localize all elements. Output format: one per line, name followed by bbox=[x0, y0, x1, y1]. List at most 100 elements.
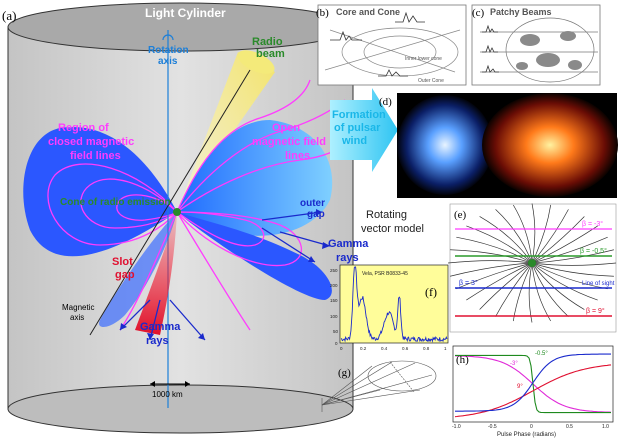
rvm-line-of-sight: Line of sight bbox=[582, 281, 615, 287]
rvm-field-ray bbox=[479, 262, 533, 310]
profile-title: Vela, PSR B0833-45 bbox=[362, 271, 408, 277]
rvm-field-ray bbox=[531, 225, 598, 264]
radio-beam-label-1: Radio bbox=[252, 36, 283, 48]
rvm-label-2: vector model bbox=[361, 223, 424, 235]
rotation-arrow-icon bbox=[162, 34, 174, 41]
pa-x-tick: 0.5 bbox=[566, 424, 573, 430]
closed-field-region bbox=[23, 126, 177, 257]
rvm-field-ray bbox=[531, 204, 552, 264]
pa-x-tick: 1.0 bbox=[602, 424, 609, 430]
profile-y-tick: 250 bbox=[330, 268, 338, 273]
pulsar-wind-label-1: Formation bbox=[332, 109, 386, 121]
rvm-beta-bottom: β = 9° bbox=[586, 307, 605, 315]
profile-y-tick: 150 bbox=[330, 298, 338, 303]
profile-x-tick: 0.4 bbox=[381, 346, 388, 351]
rvm-field-ray bbox=[531, 262, 617, 266]
pa-label-mid: 9° bbox=[517, 384, 523, 390]
rvm-label-1: Rotating bbox=[366, 209, 407, 221]
profile-x-ticks: 0 0.2 0.4 0.6 0.8 1 bbox=[340, 346, 447, 351]
rvm-field-ray bbox=[531, 262, 569, 317]
slot-gap-label-2: gap bbox=[115, 269, 135, 281]
rvm-field-ray bbox=[495, 209, 533, 264]
open-region-label-3: lines bbox=[285, 150, 310, 162]
rvm-field-ray bbox=[531, 236, 608, 264]
rvm-beta-top: β = -3° bbox=[582, 220, 603, 228]
scale-label: 1000 km bbox=[152, 390, 183, 399]
pulsar-wind-label-2: of pulsar bbox=[334, 122, 381, 134]
rvm-field-rays bbox=[447, 203, 617, 323]
rvm-field-ray bbox=[495, 262, 533, 317]
gamma-rays-right-label-1: Gamma bbox=[328, 238, 369, 250]
magnetic-axis-label-2: axis bbox=[70, 313, 84, 322]
panel-d-nebulae bbox=[397, 93, 618, 198]
gamma-rays-right-label-2: rays bbox=[336, 252, 359, 264]
panel-label-g: (g) bbox=[338, 367, 351, 379]
pa-x-label: Pulse Phase (radians) bbox=[497, 432, 556, 438]
pa-curve-green bbox=[455, 354, 611, 414]
open-region-label-1: Open bbox=[272, 122, 300, 134]
panel-b-core-cone bbox=[317, 4, 467, 86]
rvm-field-ray bbox=[513, 204, 533, 264]
pulsar-wind-arrow bbox=[330, 88, 398, 172]
rvm-field-ray bbox=[450, 262, 533, 277]
rvm-beta-low: β = 3° bbox=[459, 279, 478, 287]
gamma-rays bbox=[119, 211, 331, 341]
rvm-field-ray bbox=[531, 203, 536, 264]
panel-h-position-angle bbox=[452, 345, 614, 423]
open-region-label-2: magnetic field bbox=[252, 136, 326, 148]
rvm-field-ray bbox=[466, 262, 533, 301]
outer-gap-label-1: outer bbox=[300, 198, 325, 209]
blue-nebula bbox=[397, 95, 493, 195]
rvm-beta-mid: β = -0.5° bbox=[580, 247, 607, 255]
pa-curve-red bbox=[454, 364, 612, 418]
rvm-field-ray bbox=[447, 260, 533, 264]
closed-region-label-2: closed magnetic bbox=[48, 136, 134, 148]
profile-x-tick: 0.6 bbox=[402, 346, 409, 351]
cone-radio-emission-label: Cone of radio emission bbox=[60, 197, 171, 208]
open-field-region bbox=[177, 120, 333, 236]
rvm-pole bbox=[528, 259, 536, 267]
radio-beam-label-2: beam bbox=[256, 48, 285, 60]
panel-b-inner-label: Inner lower cone bbox=[405, 56, 442, 62]
profile-x-tick: 0 bbox=[340, 346, 343, 351]
profile-x-tick: 0.8 bbox=[423, 346, 430, 351]
rotation-axis-label-2: axis bbox=[158, 56, 178, 67]
light-cylinder-label: Light Cylinder bbox=[145, 6, 226, 20]
panel-b-title: Core and Cone bbox=[336, 7, 400, 17]
rvm-field-ray bbox=[456, 262, 533, 290]
profile-y-tick: 50 bbox=[333, 329, 339, 334]
panel-g-geometry bbox=[321, 360, 437, 412]
red-nebula bbox=[482, 93, 618, 197]
lower-right-lobe bbox=[177, 212, 332, 300]
panel-e-rvm-diagram bbox=[447, 203, 617, 333]
panel-label-d: (d) bbox=[379, 96, 392, 108]
pa-label-left: -3° bbox=[510, 361, 518, 367]
panel-label-h: (h) bbox=[456, 354, 469, 366]
cylinder-bottom bbox=[7, 384, 354, 434]
scale-arrow-left-icon bbox=[150, 381, 155, 387]
panel-label-f: (f) bbox=[425, 285, 437, 299]
panel-label-a: (a) bbox=[2, 8, 16, 23]
panel-label-e: (e) bbox=[454, 209, 467, 221]
scale-arrow-right-icon bbox=[185, 381, 190, 387]
pa-x-ticks: -1.0 -0.5 0 0.5 1.0 bbox=[452, 424, 609, 430]
magnetic-axis-line bbox=[89, 69, 251, 336]
panel-b-outer-label: Outer Cone bbox=[418, 78, 444, 84]
panel-c-patchy-beams bbox=[471, 4, 601, 86]
panel-label-b: (b) bbox=[316, 7, 329, 19]
profile-y-tick: 0 bbox=[335, 341, 338, 346]
rvm-field-ray bbox=[456, 236, 533, 264]
pa-plot-area bbox=[452, 345, 614, 423]
magnetic-axis-label-1: Magnetic bbox=[62, 303, 94, 312]
panel-label-c: (c) bbox=[472, 7, 485, 19]
pulsar-wind-label-3: wind bbox=[341, 135, 367, 147]
field-lines bbox=[47, 79, 351, 331]
pa-x-tick: 0 bbox=[530, 424, 533, 430]
rvm-field-ray bbox=[531, 209, 569, 264]
pa-label-top: -0.5° bbox=[535, 351, 548, 357]
gamma-rays-bottom-label-1: Gamma bbox=[140, 321, 181, 333]
panel-f-pulse-profile bbox=[339, 264, 449, 344]
rvm-field-ray bbox=[528, 262, 533, 323]
rvm-field-ray bbox=[531, 262, 608, 290]
